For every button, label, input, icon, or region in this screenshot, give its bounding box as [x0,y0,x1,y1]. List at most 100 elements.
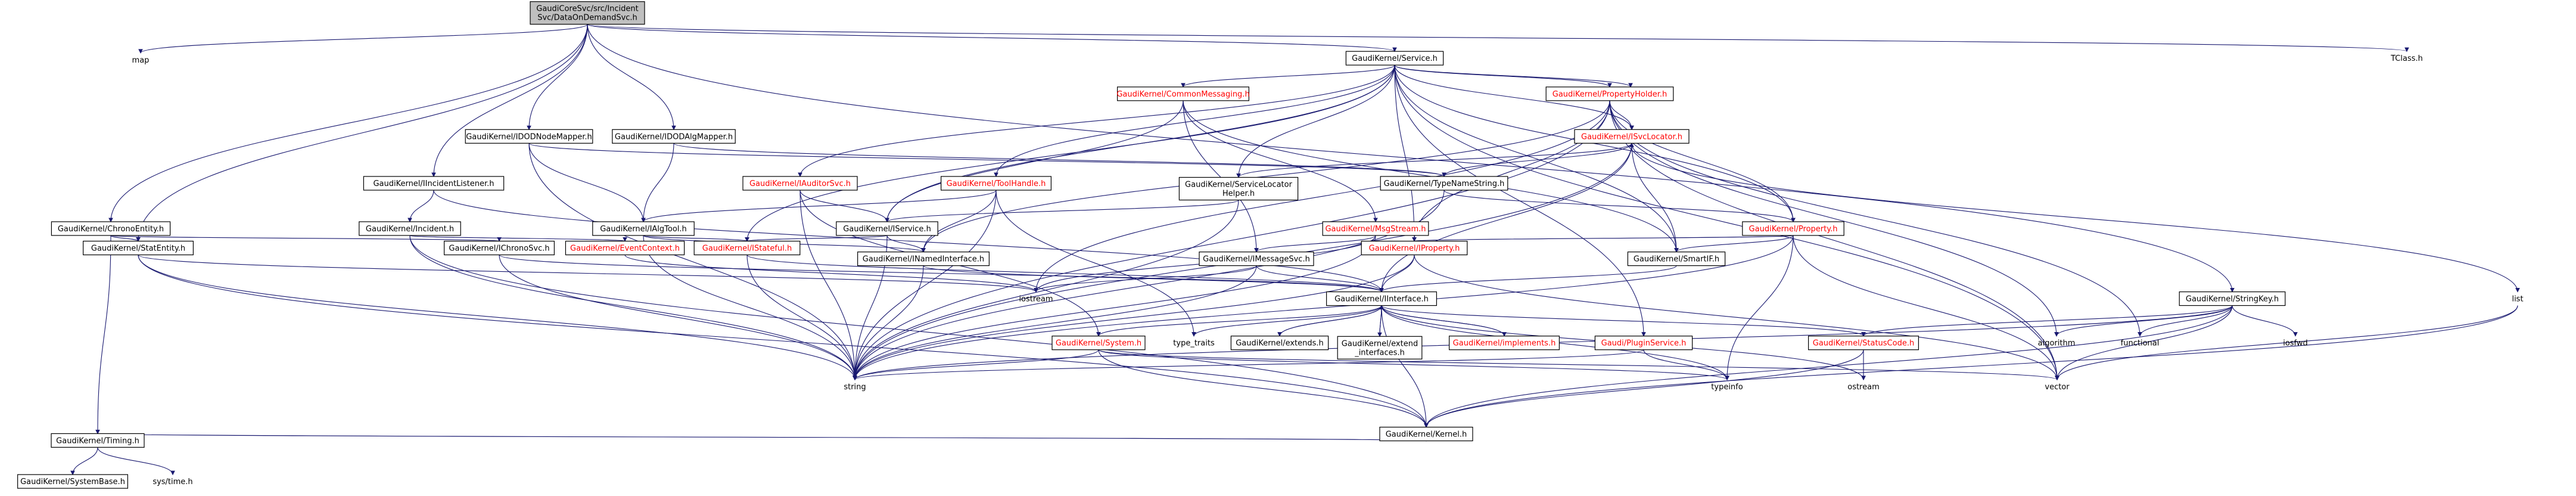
node-box [1379,426,1473,442]
node-inamedinterface[interactable]: GaudiKernel/INamedInterface.h [857,251,990,266]
edge-arrowhead [1791,218,1796,223]
node-box [1230,336,1329,351]
node-eventcontext[interactable]: GaudiKernel/EventContext.h [565,240,685,256]
node-label: GaudiKernel/TypeNameString.h [1384,179,1505,188]
node-tclass: TClass.h [2390,54,2423,63]
node-label: ostream [1847,383,1880,392]
edge-servicelocatorhelper-to-string [854,200,1239,380]
edge-ichronosvc-to-iinterface [499,255,1382,292]
edge-stringkey-to-statuscode [1863,305,2233,337]
edge-arrowhead [407,218,412,223]
node-statuscode[interactable]: GaudiKernel/StatusCode.h [1808,336,1919,351]
node-label: GaudiKernel/IDODNodeMapper.h [466,132,592,141]
node-msgstream[interactable]: GaudiKernel/MsgStream.h [1322,221,1429,236]
edge-iauditorsvc-to-iservice [799,190,888,222]
node-idodnodemapper[interactable]: GaudiKernel/IDODNodeMapper.h [465,129,593,144]
node-iservice[interactable]: GaudiKernel/IService.h [836,221,938,236]
edge-iservice-to-istateful [746,235,888,242]
edge-imessagesvc-to-iostream [1035,265,1257,292]
node-iinterface[interactable]: GaudiKernel/IInterface.h [1326,291,1438,306]
node-ialgtool[interactable]: GaudiKernel/IAlgTool.h [592,221,695,236]
edge-arrowhead [2055,376,2059,381]
edge-isvclocator-to-iinterface [1381,143,1632,292]
node-ichronosvc[interactable]: GaudiKernel/IChronoSvc.h [443,240,555,256]
edge-service-to-toolhandle [995,65,1395,176]
node-kernel[interactable]: GaudiKernel/Kernel.h [1379,426,1473,442]
edge-ialgtool-to-string [643,235,855,380]
node-box [742,176,858,191]
edge-implements-to-iinterface [1381,305,1505,336]
edge-root-to-incidentlistener [433,24,588,176]
edge-root-to-idodalgmapper [587,24,674,130]
node-box [443,240,555,256]
node-commonmessaging[interactable]: GaudiKernel/CommonMessaging.h [1116,86,1250,101]
node-box [693,240,801,256]
edge-service-to-smartif [1394,65,1677,252]
node-box [592,221,695,236]
node-chronoentity[interactable]: GaudiKernel/ChronoEntity.h [51,221,171,236]
node-label: GaudiKernel/CommonMessaging.h [1116,90,1249,99]
edge-service-to-commonmessaging [1183,64,1395,88]
node-implements[interactable]: GaudiKernel/implements.h [1449,336,1560,351]
node-timing[interactable]: GaudiKernel/Timing.h [51,433,145,448]
node-stringkey[interactable]: GaudiKernel/StringKey.h [2179,291,2286,306]
node-box [2179,291,2286,306]
node-label: functional [2121,339,2160,348]
edge-propertyholder-to-functional [1609,100,2141,336]
edge-arrowhead [1424,423,1429,428]
node-property[interactable]: GaudiKernel/Property.h [1742,221,1844,236]
node-iosfwd: iosfwd [2283,339,2308,348]
edge-iproperty-to-vector [1414,255,2058,380]
edge-propertyholder-to-string [854,100,1610,380]
node-box [1337,336,1423,359]
node-extends[interactable]: GaudiKernel/extends.h [1230,336,1329,351]
node-system[interactable]: GaudiKernel/System.h [1051,336,1146,351]
graph-nodes: GaudiCoreSvc/src/IncidentSvc/DataOnDeman… [17,1,2524,489]
node-statentity[interactable]: GaudiKernel/StatEntity.h [83,240,194,256]
edge-arrowhead [1379,288,1384,293]
edge-toolhandle-to-string [854,190,997,380]
node-box [836,221,938,236]
edge-idodnodemapper-to-string [528,143,855,380]
node-istateful[interactable]: GaudiKernel/IStateful.h [693,240,801,256]
node-label: list [2512,295,2523,304]
node-extendinterfaces[interactable]: GaudiKernel/extend_interfaces.h [1337,336,1423,359]
node-label: GaudiKernel/EventContext.h [570,244,680,253]
edge-system-to-typeinfo [1098,349,1728,380]
node-label: Svc/DataOnDemandSvc.h [537,14,637,23]
edge-arrowhead [2515,288,2520,293]
edge-iinterface-to-statuscode [1381,305,1864,337]
node-service[interactable]: GaudiKernel/Service.h [1345,51,1444,66]
node-propertyholder[interactable]: GaudiKernel/PropertyHolder.h [1545,86,1674,101]
edge-arrowhead [1607,83,1612,88]
edge-system-to-kernel [1098,349,1427,427]
edge-arrowhead [1373,218,1378,223]
node-algorithm: algorithm [2038,339,2076,348]
node-label: GaudiKernel/StringKey.h [2186,295,2279,304]
node-systembase[interactable]: GaudiKernel/SystemBase.h [17,474,129,489]
node-typenamestring[interactable]: GaudiKernel/TypeNameString.h [1380,176,1508,191]
node-isvclocator[interactable]: GaudiKernel/ISvcLocator.h [1574,129,1690,144]
edge-root-to-idodnodemapper [528,24,588,130]
node-typeinfo: typeinfo [1711,383,1743,392]
node-pluginservice[interactable]: Gaudi/PluginService.h [1594,336,1693,351]
node-imessagesvc[interactable]: GaudiKernel/IMessageSvc.h [1199,251,1314,266]
node-incidentlistener[interactable]: GaudiKernel/IIncidentListener.h [363,176,505,191]
node-label: _interfaces.h [1354,348,1405,357]
node-list: list [2512,295,2523,304]
node-idodalgmapper[interactable]: GaudiKernel/IDODAlgMapper.h [612,129,736,144]
edge-incident-to-eventcontext [409,235,626,242]
edge-list-to-vector [2057,305,2518,380]
node-incident[interactable]: GaudiKernel/Incident.h [359,221,461,236]
node-label: GaudiKernel/IProperty.h [1369,244,1460,253]
node-smartif[interactable]: GaudiKernel/SmartIF.h [1627,251,1726,266]
node-iauditorsvc[interactable]: GaudiKernel/IAuditorSvc.h [742,176,858,191]
edge-isvclocator-to-typenamestring [1443,143,1632,177]
edge-propertyholder-to-property [1609,100,1794,222]
edge-chronoentity-to-timing [97,235,111,434]
edge-arrowhead [431,172,436,178]
node-iproperty[interactable]: GaudiKernel/IProperty.h [1361,240,1468,256]
node-toolhandle[interactable]: GaudiKernel/ToolHandle.h [940,176,1051,191]
